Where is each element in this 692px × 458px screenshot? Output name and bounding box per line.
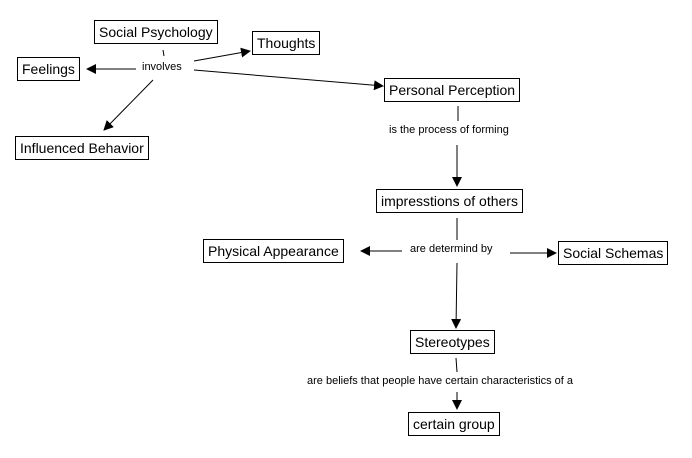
- link-process[interactable]: is the process of forming: [387, 124, 511, 137]
- node-thoughts[interactable]: Thoughts: [252, 31, 321, 55]
- arrow-to-stereotypes: [451, 262, 462, 329]
- line-st-beliefs: [455, 357, 458, 373]
- node-physical-appearance[interactable]: Physical Appearance: [203, 239, 344, 263]
- arrow-to-perception: [193, 69, 384, 91]
- node-social-psychology[interactable]: Social Psychology: [94, 20, 218, 44]
- line-sp-involves: [162, 49, 165, 57]
- link-beliefs[interactable]: are beliefs that people have certain cha…: [305, 375, 575, 388]
- node-influenced-behavior[interactable]: Influenced Behavior: [15, 136, 149, 160]
- node-stereotypes[interactable]: Stereotypes: [410, 330, 495, 354]
- node-impressions[interactable]: impresstions of others: [376, 189, 523, 213]
- node-social-schemas[interactable]: Social Schemas: [558, 241, 669, 265]
- arrow-to-behavior: [103, 79, 154, 131]
- link-determined[interactable]: are determind by: [408, 243, 495, 256]
- link-involves[interactable]: involves: [140, 61, 184, 74]
- node-personal-perception[interactable]: Personal Perception: [384, 78, 521, 102]
- node-certain-group[interactable]: certain group: [408, 412, 500, 436]
- node-feelings[interactable]: Feelings: [17, 57, 80, 81]
- arrow-to-thoughts: [193, 47, 251, 62]
